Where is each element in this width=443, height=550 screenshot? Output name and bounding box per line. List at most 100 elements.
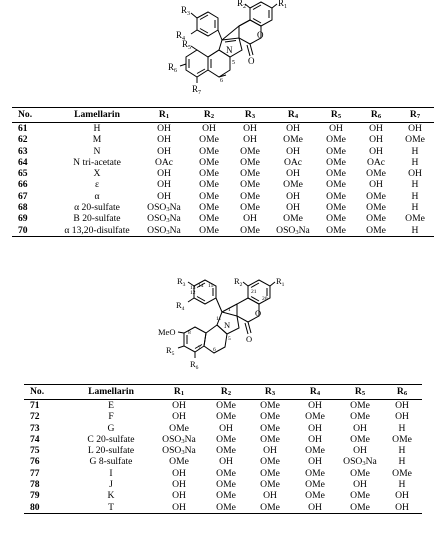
substituent-cell: OMe bbox=[350, 501, 370, 513]
substituent-cell: OMe bbox=[260, 411, 280, 423]
substituent-cell: OH bbox=[353, 479, 367, 491]
substituent-cell: OH bbox=[172, 400, 186, 411]
substituent-cell: OSO3Na bbox=[147, 202, 181, 214]
substituent-cell: OH bbox=[369, 179, 383, 191]
lamellarin-name: X bbox=[93, 168, 101, 180]
substituent-cell: OH bbox=[395, 411, 409, 423]
substituent-cell: OSO3Na bbox=[162, 433, 196, 445]
substituent-cell: OMe bbox=[366, 168, 386, 180]
substituent-cell: OMe bbox=[405, 134, 425, 146]
label-o-carbonyl: O bbox=[248, 56, 255, 66]
lamellarin-name: M bbox=[92, 134, 102, 146]
compound-number: 67 bbox=[18, 190, 28, 202]
label2-p21: 21 bbox=[251, 289, 257, 295]
substituent-cell: OH bbox=[395, 400, 409, 411]
label2-meo: MeO bbox=[158, 327, 175, 337]
substituent-cell: OH bbox=[157, 179, 171, 191]
lamellarin-name: α 13,20-disulfate bbox=[64, 224, 130, 236]
column-header: R3 bbox=[244, 109, 256, 121]
label-r6: R6 bbox=[168, 62, 177, 74]
substituent-cell: OMe bbox=[199, 224, 219, 236]
substituent-cell: OH bbox=[202, 123, 216, 134]
substituent-cell: OH bbox=[286, 123, 300, 134]
substituent-cell: OMe bbox=[350, 433, 370, 445]
label-o-ring: O bbox=[257, 30, 264, 40]
label2-r2: R2 bbox=[234, 278, 243, 288]
compound-number: 61 bbox=[18, 123, 28, 134]
substituent-cell: OMe bbox=[305, 467, 325, 479]
column-header: Lamellarin bbox=[88, 386, 134, 398]
substituent-cell: OMe bbox=[305, 479, 325, 491]
substituent-cell: OH bbox=[329, 123, 343, 134]
label-r2: R2 bbox=[237, 0, 246, 10]
substituent-cell: OMe bbox=[260, 501, 280, 513]
substituent-cell: H bbox=[411, 179, 419, 191]
substituent-cell: H bbox=[398, 445, 406, 457]
substituent-cell: OMe bbox=[216, 501, 236, 513]
substituent-cell: OMe bbox=[199, 213, 219, 225]
compound-number: 76 bbox=[30, 456, 40, 468]
substituent-cell: OMe bbox=[283, 213, 303, 225]
substituent-cell: OMe bbox=[392, 433, 412, 445]
label-n: N bbox=[226, 45, 233, 55]
substituent-cell: OH bbox=[157, 123, 171, 134]
label2-p11: 11 bbox=[216, 316, 222, 322]
substituent-cell: OH bbox=[243, 134, 257, 146]
lamellarin-name: C 20-sulfate bbox=[87, 433, 135, 445]
lamellarin-name: N tri-acetate bbox=[73, 156, 121, 168]
substituent-cell: OMe bbox=[240, 168, 260, 180]
substituent-cell: OH bbox=[172, 490, 186, 502]
compound-number: 65 bbox=[18, 168, 28, 180]
substituent-cell: OMe bbox=[199, 134, 219, 146]
column-header: R4 bbox=[287, 109, 299, 121]
column-header: R7 bbox=[409, 109, 421, 121]
lamellarin-name: I bbox=[109, 467, 113, 479]
substituent-cell: OMe bbox=[216, 479, 236, 491]
substituent-cell: OMe bbox=[240, 224, 260, 236]
substituent-cell: OMe bbox=[305, 411, 325, 423]
label-r7: R7 bbox=[192, 84, 201, 96]
substituent-cell: OMe bbox=[350, 490, 370, 502]
substituent-cell: OMe bbox=[283, 134, 303, 146]
substituent-cell: OH bbox=[157, 134, 171, 146]
substituent-cell: OH bbox=[308, 501, 322, 513]
substituent-cell: OMe bbox=[199, 156, 219, 168]
substituent-cell: H bbox=[411, 190, 419, 202]
column-header: No. bbox=[18, 109, 33, 121]
substituent-cell: OMe bbox=[169, 422, 189, 434]
substituent-cell: OMe bbox=[366, 224, 386, 236]
substituent-cell: OMe bbox=[240, 190, 260, 202]
substituent-cell: OMe bbox=[216, 445, 236, 457]
lamellarin-name: Β 20-sulfate bbox=[73, 213, 121, 225]
substituent-cell: H bbox=[398, 422, 406, 434]
substituent-cell: OSO3Na bbox=[147, 213, 181, 225]
substituent-cell: OSO3Na bbox=[162, 445, 196, 457]
lamellarin-name: J bbox=[109, 479, 113, 491]
label2-p6: 6 bbox=[213, 347, 216, 353]
substituent-cell: OMe bbox=[326, 224, 346, 236]
compound-number: 75 bbox=[30, 445, 40, 457]
column-header: R2 bbox=[220, 386, 232, 398]
compound-number: 62 bbox=[18, 134, 28, 146]
substituent-cell: OMe bbox=[199, 145, 219, 157]
substituent-cell: OMe bbox=[350, 467, 370, 479]
column-header: R6 bbox=[370, 109, 382, 121]
lamellarin-name: L 20-sulfate bbox=[87, 445, 135, 457]
substituent-cell: OAc bbox=[283, 156, 303, 168]
substituent-cell: OH bbox=[408, 168, 422, 180]
substituent-cell: H bbox=[411, 202, 419, 214]
substituent-cell: OMe bbox=[260, 467, 280, 479]
lamellarin-name: H bbox=[93, 123, 101, 134]
